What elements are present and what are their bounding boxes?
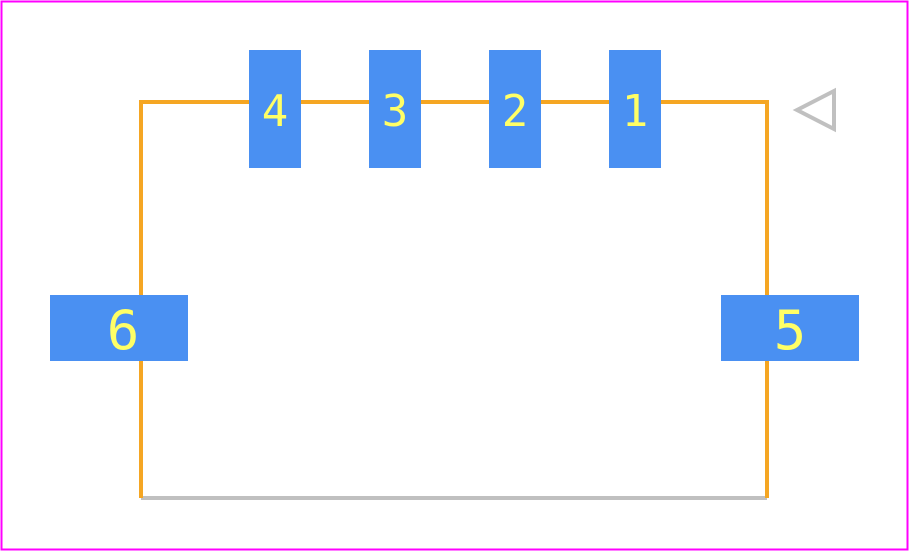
pad-3-copper bbox=[369, 50, 421, 168]
pad-4[interactable]: 4 bbox=[249, 50, 301, 168]
pad-4-label: 4 bbox=[262, 86, 289, 137]
silkscreen-outline bbox=[139, 100, 769, 498]
pad-5-label: 5 bbox=[774, 299, 807, 362]
pad-1[interactable]: 1 bbox=[609, 50, 661, 168]
pad-2-copper bbox=[489, 50, 541, 168]
pad-2-label: 2 bbox=[502, 86, 529, 137]
pad-6[interactable]: 6 bbox=[50, 295, 188, 362]
pad-1-copper bbox=[609, 50, 661, 168]
pad-1-label: 1 bbox=[622, 86, 649, 137]
pad-5[interactable]: 5 bbox=[721, 295, 859, 362]
pad-5-copper bbox=[721, 295, 859, 361]
pad-6-copper bbox=[50, 295, 188, 361]
triangle-pointer-icon bbox=[792, 87, 836, 133]
pad-3[interactable]: 3 bbox=[369, 50, 421, 168]
pad-3-label: 3 bbox=[382, 86, 409, 137]
pad-2[interactable]: 2 bbox=[489, 50, 541, 168]
pad-4-copper bbox=[249, 50, 301, 168]
pad-6-label: 6 bbox=[107, 299, 140, 362]
